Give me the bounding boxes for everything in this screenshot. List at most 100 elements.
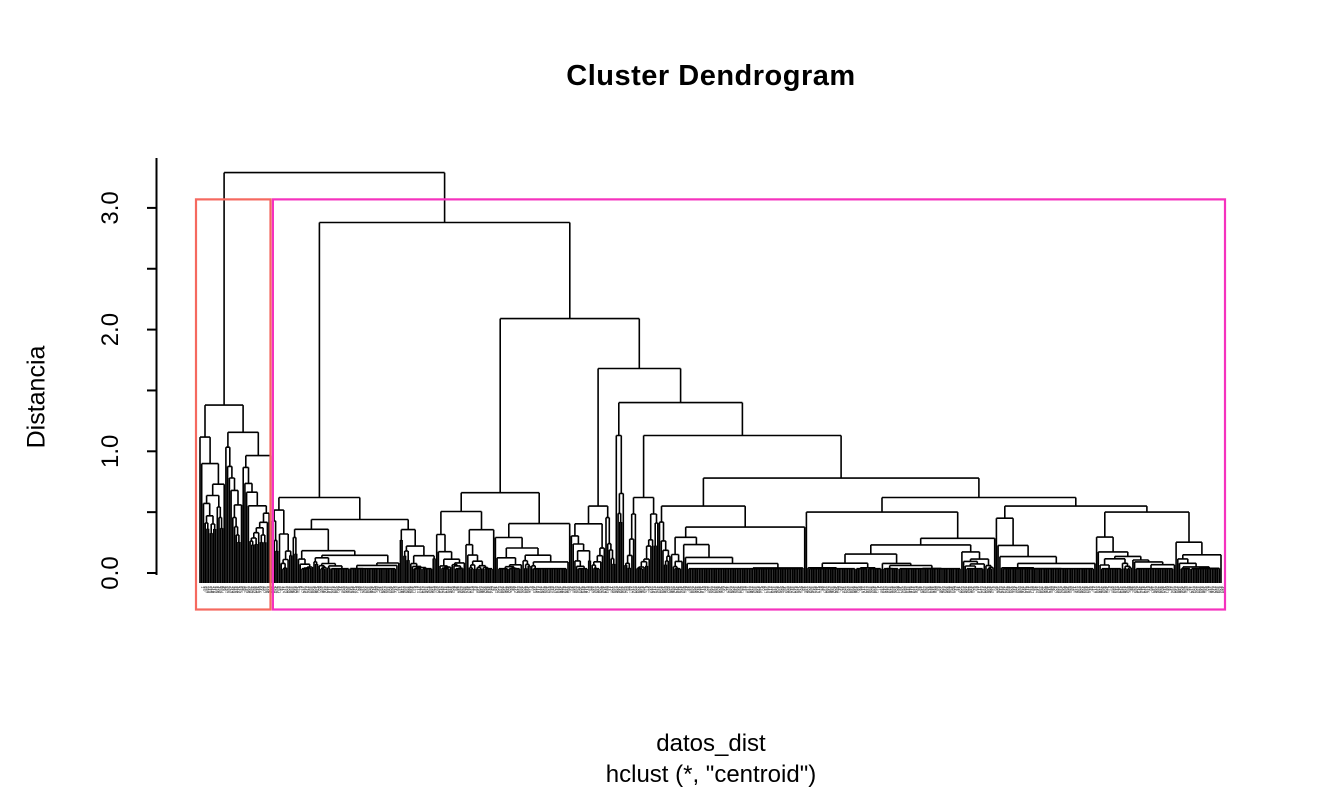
leaf-label: 198	[921, 586, 926, 594]
leaf-label: 222	[1211, 586, 1216, 594]
leaf-label: 554	[623, 586, 628, 594]
leaf-label: 90	[1149, 586, 1154, 591]
leaf-label: 469	[235, 586, 240, 594]
leaf-label: 187	[1171, 586, 1176, 594]
leaf-label: 421	[677, 586, 682, 594]
leaf-label: 299	[480, 586, 485, 594]
leaf-label: 64	[1090, 586, 1095, 591]
leaf-label: 15	[625, 586, 630, 591]
leaf-label: 83	[936, 586, 941, 591]
leaf-label: 298	[596, 586, 601, 594]
leaf-label: 57	[877, 586, 882, 591]
leaf-label: 360	[579, 586, 584, 594]
leaf-label: 233	[960, 586, 965, 594]
leaf-label: 336	[288, 586, 293, 594]
leaf-label: 526	[796, 586, 801, 594]
leaf-label: 257	[228, 586, 233, 594]
leaf-label: 302	[1156, 586, 1161, 594]
leaf-label: 236	[613, 586, 618, 594]
leaf-label: 397	[387, 586, 392, 594]
leaf-label: 146	[803, 586, 808, 594]
leaf-label: 438	[755, 586, 760, 594]
leaf-label: 404	[599, 586, 604, 594]
leaf-label: 521	[352, 586, 357, 594]
leaf-label: 158	[437, 586, 442, 594]
leaf-label: 519	[584, 586, 589, 594]
leaf-label: 53	[318, 586, 323, 591]
leaf-label: 46	[1128, 586, 1133, 591]
leaf-label: 279	[750, 586, 755, 594]
chart-title: Cluster Dendrogram	[566, 60, 856, 92]
leaf-label: 591	[432, 586, 437, 594]
leaf-label: 206	[1017, 586, 1022, 594]
leaf-label: 142	[243, 586, 248, 594]
leaf-label: 473	[794, 586, 799, 594]
leaf-label: 228	[516, 586, 521, 594]
leaf-label: 314	[789, 586, 794, 594]
leaf-label: 205	[1133, 586, 1138, 594]
leaf-label: 253	[691, 586, 696, 594]
leaf-label: 139	[591, 586, 596, 594]
leaf-label: 184	[496, 586, 501, 594]
leaf-label: 353	[366, 586, 371, 594]
leaf-label: 295	[943, 586, 948, 594]
leaf-label: 166	[534, 586, 539, 594]
leaf-label: 152	[1131, 586, 1136, 594]
leaf-label: 214	[1114, 586, 1119, 594]
leaf-label: 31	[819, 586, 824, 591]
leaf-label: 167	[418, 586, 423, 594]
leaf-label: 47	[1012, 586, 1017, 591]
leaf-label: 424	[330, 586, 335, 594]
leaf-label: 103	[667, 586, 672, 594]
leaf-label: 363	[231, 586, 236, 594]
leaf-label: 59	[646, 586, 651, 591]
leaf-label: 505	[1181, 586, 1186, 594]
leaf-label: 66	[858, 586, 863, 591]
leaf-label: 436	[986, 586, 991, 594]
leaf-label: 415	[349, 586, 354, 594]
leaf-label: 414	[465, 586, 470, 594]
leaf-label: 271	[653, 586, 658, 594]
leaf-label: 453	[1064, 586, 1069, 594]
leaf-label: 335	[404, 586, 409, 594]
leaf-label: 131	[494, 586, 499, 594]
leaf-label: 170	[1093, 586, 1098, 594]
leaf-label: 418	[1024, 586, 1029, 594]
leaf-label: 178	[1190, 586, 1195, 594]
leaf-label: 382	[1100, 586, 1105, 594]
leaf-label: 56	[993, 586, 998, 591]
leaf-label: 309	[345, 586, 350, 594]
leaf-label: 201	[573, 586, 578, 594]
leaf-label: 562	[720, 586, 725, 594]
leaf-label: 123	[397, 586, 402, 594]
leaf-label: 262	[672, 586, 677, 594]
leaf-label: 251	[922, 586, 927, 594]
leaf-label: 576	[1145, 586, 1150, 594]
leaf-label: 394	[734, 586, 739, 594]
leaf-label: 381	[1216, 586, 1221, 594]
leaf-label: 484	[544, 586, 549, 594]
leaf-label: 276	[1097, 586, 1102, 594]
leaf-label: 183	[611, 586, 616, 594]
leaf-label: 486	[312, 586, 317, 594]
leaf-label: 385	[753, 586, 758, 594]
leaf-label: 342	[617, 586, 622, 594]
leaf-label: 459	[370, 586, 375, 594]
leaf-label: 173	[746, 586, 751, 594]
leaf-label: 319	[211, 586, 216, 594]
leaf-label: 467	[466, 586, 471, 594]
leaf-label: 21	[953, 586, 958, 591]
leaf-label: 503	[390, 586, 395, 594]
leaf-label: 98	[223, 586, 228, 591]
leaf-label: 541	[1105, 586, 1110, 594]
leaf-label: 36	[240, 586, 245, 591]
leaf-label: 426	[1121, 586, 1126, 594]
leaf-label: 258	[1135, 586, 1140, 594]
leaf-label: 11	[1088, 586, 1093, 591]
leaf-label: 552	[855, 586, 860, 594]
leaf-label: 232	[1076, 586, 1081, 594]
leaf-label: 32	[703, 586, 708, 591]
leaf-label: 43	[452, 586, 457, 591]
leaf-label: 124	[281, 586, 286, 594]
y-axis-tick-label: 3.0	[97, 191, 124, 224]
